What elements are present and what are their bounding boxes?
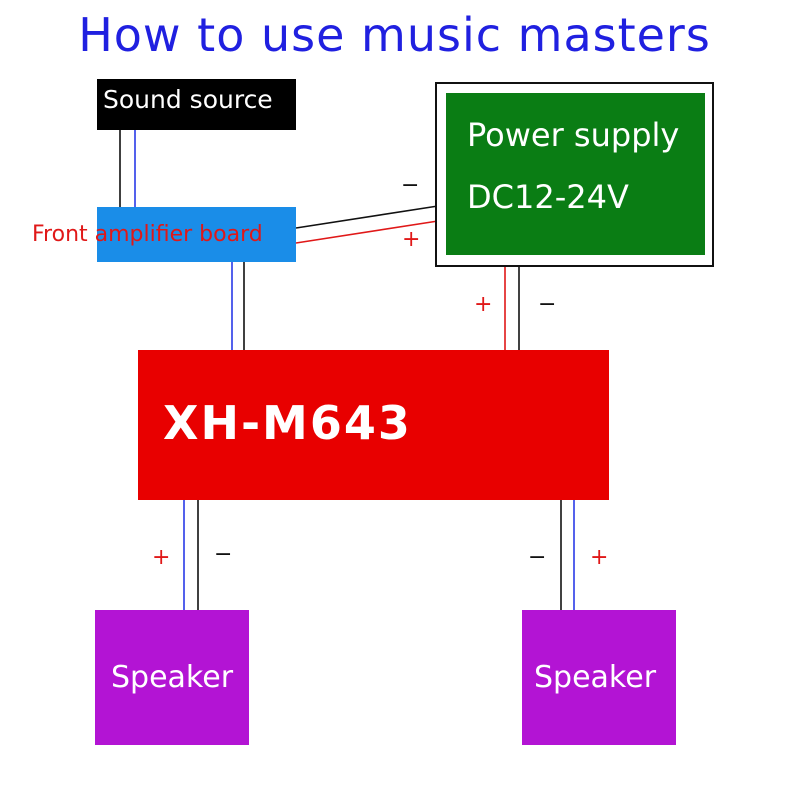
power-amp-plus-sign: + [474, 292, 493, 317]
front-amplifier-board-label: Front amplifier board [32, 222, 263, 247]
left-speaker-plus-sign: + [152, 545, 171, 570]
left-speaker-box [95, 610, 249, 745]
left-speaker-minus-sign: − [214, 542, 233, 567]
diagram-title: How to use music masters [78, 8, 711, 62]
front-amplifier-board [97, 207, 296, 262]
amplifier-label: XH-M643 [163, 396, 412, 450]
right-speaker-plus-sign: + [590, 545, 609, 570]
power-amp-minus-sign: − [538, 292, 557, 317]
power-board-minus-sign: − [401, 173, 420, 198]
right-speaker-box [522, 610, 676, 745]
sound-source-box: Sound source [97, 79, 296, 130]
power-board-plus-sign: + [402, 227, 421, 252]
power-supply-label: Power supply [467, 116, 680, 154]
right-speaker-minus-sign: − [528, 545, 547, 570]
wire-board-power-red [295, 220, 439, 244]
power-supply-voltage: DC12-24V [467, 178, 629, 216]
left-speaker-label: Speaker [111, 660, 234, 695]
wire-board-power-black [295, 205, 439, 229]
power-supply-box [446, 93, 705, 255]
amplifier-box [138, 350, 609, 500]
right-speaker-label: Speaker [534, 660, 657, 695]
